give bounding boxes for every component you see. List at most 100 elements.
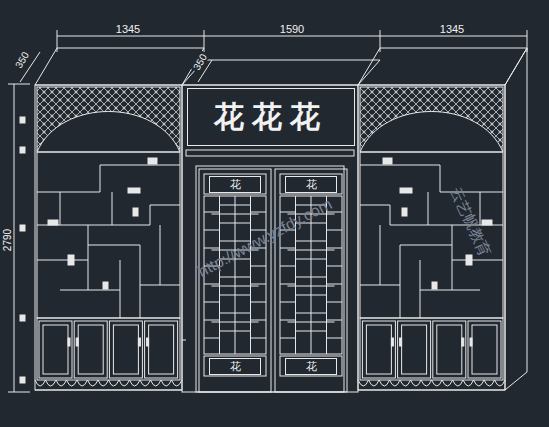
door-panel xyxy=(402,325,427,374)
lattice-bar xyxy=(204,248,220,249)
shelf-ornament xyxy=(103,282,108,289)
shelf-ornament xyxy=(133,208,138,216)
shelf xyxy=(428,192,429,225)
cabinet-door xyxy=(398,321,431,378)
dimension-tick xyxy=(8,392,30,393)
shelf-ornament xyxy=(128,188,140,193)
lattice-bar xyxy=(327,266,343,267)
handle xyxy=(182,340,186,341)
lattice-bar xyxy=(211,214,258,215)
lattice-bar xyxy=(235,196,236,354)
shelf xyxy=(360,205,390,206)
cabinet-top xyxy=(182,60,380,85)
lattice-bar xyxy=(251,284,267,285)
lattice-bar xyxy=(204,302,220,303)
shelf xyxy=(37,192,100,193)
door-panel xyxy=(78,325,103,374)
door-rail xyxy=(280,174,342,194)
base-line xyxy=(35,390,182,391)
door-panel xyxy=(437,325,462,374)
lower-cabinet xyxy=(360,318,503,380)
door-plaque: 花 xyxy=(285,358,337,375)
shelf-ornament xyxy=(482,220,492,225)
lattice-bar xyxy=(280,302,296,303)
door-handle xyxy=(400,338,402,346)
cabinet-door xyxy=(468,321,501,378)
center-frame xyxy=(182,85,358,392)
dimension-text: 2790 xyxy=(2,227,13,253)
door-panel xyxy=(472,325,497,374)
shelf xyxy=(120,260,121,318)
lattice-bar xyxy=(287,286,334,287)
shelf-ornament xyxy=(402,208,407,216)
lattice-bar xyxy=(251,266,267,267)
dimension-text: 1345 xyxy=(438,23,466,35)
dimension-tick xyxy=(8,84,30,85)
shelf xyxy=(100,165,180,166)
node-text: 花 xyxy=(306,177,317,192)
shelf-ornament xyxy=(48,220,58,225)
door-leaf xyxy=(199,169,271,392)
door-handle xyxy=(391,338,393,346)
lattice-bar xyxy=(251,320,267,321)
cabinet-door xyxy=(74,321,107,378)
shelf xyxy=(400,245,401,318)
shelf xyxy=(452,260,503,261)
dimension-text: 1590 xyxy=(278,23,306,35)
cabinet-side xyxy=(505,48,527,390)
shelf xyxy=(100,165,101,192)
dimension-mark xyxy=(20,377,25,383)
door-rail xyxy=(280,356,342,376)
shelf-area xyxy=(37,152,180,318)
door-panel xyxy=(366,325,391,374)
cabinet-top xyxy=(358,48,527,85)
cabinet-body xyxy=(35,85,182,390)
shelf xyxy=(390,205,391,225)
shelf-ornament xyxy=(383,158,392,164)
lattice-bar xyxy=(251,338,267,339)
shelf xyxy=(420,290,480,291)
lattice-bar xyxy=(204,284,220,285)
shelf xyxy=(112,192,113,225)
dimension-mark xyxy=(20,225,25,231)
shelf-ornament xyxy=(400,188,412,193)
base-line xyxy=(358,390,505,391)
node-text: 花 xyxy=(230,177,241,192)
cabinet-door xyxy=(109,321,142,378)
shelf-ornament xyxy=(148,158,157,164)
line-work xyxy=(8,30,527,392)
arch xyxy=(37,112,180,153)
door-handle xyxy=(470,338,472,346)
door-handle xyxy=(462,338,464,346)
door-panel xyxy=(113,325,138,374)
node-text: 花 xyxy=(230,359,241,374)
dimension-mark xyxy=(20,117,25,123)
door-handle xyxy=(68,338,70,346)
lattice-panel xyxy=(360,87,503,151)
lattice-bar xyxy=(327,230,343,231)
lintel xyxy=(186,150,354,156)
shelf xyxy=(150,205,180,206)
dimension-text: 350 xyxy=(190,50,210,73)
shelf xyxy=(37,260,88,261)
cabinet-door xyxy=(145,321,178,378)
lattice-panel xyxy=(37,87,180,151)
lattice-bar xyxy=(211,322,258,323)
node-text: 花 xyxy=(306,359,317,374)
shelf xyxy=(360,165,440,166)
base-scallop xyxy=(35,380,182,386)
shelf xyxy=(380,225,381,285)
lattice-bar xyxy=(327,284,343,285)
shelf xyxy=(60,192,61,225)
shelf xyxy=(88,245,140,246)
cabinet-door xyxy=(39,321,72,378)
shelf-ornament xyxy=(68,255,74,265)
shelf xyxy=(400,245,452,246)
sign-board: 花花花 xyxy=(187,88,355,146)
door-plaque: 花 xyxy=(209,358,261,375)
dimension-line xyxy=(57,36,527,37)
shelf xyxy=(88,225,89,290)
lattice-bar xyxy=(251,212,267,213)
lattice-bar xyxy=(287,250,334,251)
